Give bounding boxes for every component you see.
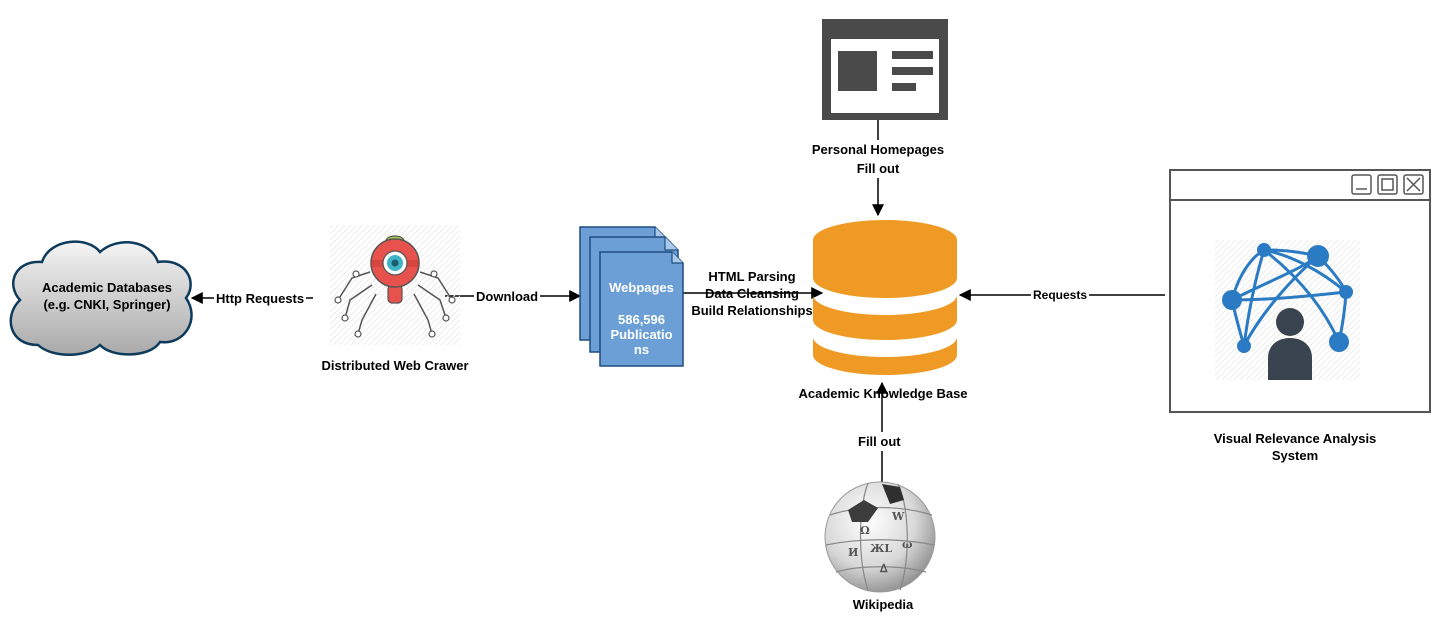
webpages-count-value: 586,596 [618, 312, 665, 327]
cloud-icon [9, 240, 193, 356]
academic-databases-line2: (e.g. CNKI, Springer) [43, 297, 171, 312]
wikipedia-label: Wikipedia [852, 597, 914, 612]
personal-homepages-label: Personal Homepages Fill out [790, 140, 966, 178]
maximize-icon [1377, 174, 1398, 195]
knowledge-base-label: Academic Knowledge Base [798, 386, 968, 401]
webpages-unit-line1: Publicatio [610, 327, 673, 342]
homepages-fill-label: Fill out [854, 159, 902, 178]
webpages-unit-line2: ns [633, 342, 650, 357]
webpages-count: 586,596 Publicatio ns [600, 312, 683, 357]
svg-text:ω: ω [902, 538, 913, 551]
wiki-fill-label: Fill out [856, 432, 903, 451]
svg-text:W: W [891, 510, 905, 523]
network-user-icon [1215, 240, 1360, 380]
download-label: Download [474, 287, 541, 306]
web-crawler-label: Distributed Web Crawer [321, 358, 469, 373]
close-icon [1403, 174, 1424, 195]
svg-text:Ω: Ω [860, 524, 870, 537]
http-requests-label: Http Requests [214, 289, 307, 308]
svg-text:ᐃ: ᐃ [879, 562, 888, 575]
processing-line1: HTML Parsing [708, 269, 796, 284]
processing-line3: Build Relationships [691, 303, 813, 318]
requests-label: Requests [1031, 286, 1090, 305]
minimize-icon [1351, 174, 1372, 195]
processing-label: HTML Parsing Data Cleansing Build Relati… [680, 268, 824, 319]
visual-system-line2: System [1271, 448, 1319, 463]
academic-databases-line1: Academic Databases [41, 280, 173, 295]
document-stack-icon [579, 226, 684, 367]
wikipedia-globe-icon: Ω W И ЖL ω ᐃ [824, 481, 936, 593]
academic-databases-label: Academic Databases (e.g. CNKI, Springer) [12, 279, 202, 313]
webpage-layout-icon [822, 19, 948, 120]
visual-system-line1: Visual Relevance Analysis [1213, 431, 1377, 446]
personal-homepages-text: Personal Homepages [809, 140, 947, 159]
svg-text:И: И [848, 546, 858, 559]
processing-line2: Data Cleansing [705, 286, 799, 301]
webpages-title: Webpages [609, 280, 674, 295]
visual-system-label: Visual Relevance Analysis System [1190, 430, 1400, 464]
spider-crawler-icon [330, 225, 460, 345]
svg-text:ЖL: ЖL [870, 542, 892, 555]
database-icon [813, 220, 957, 375]
